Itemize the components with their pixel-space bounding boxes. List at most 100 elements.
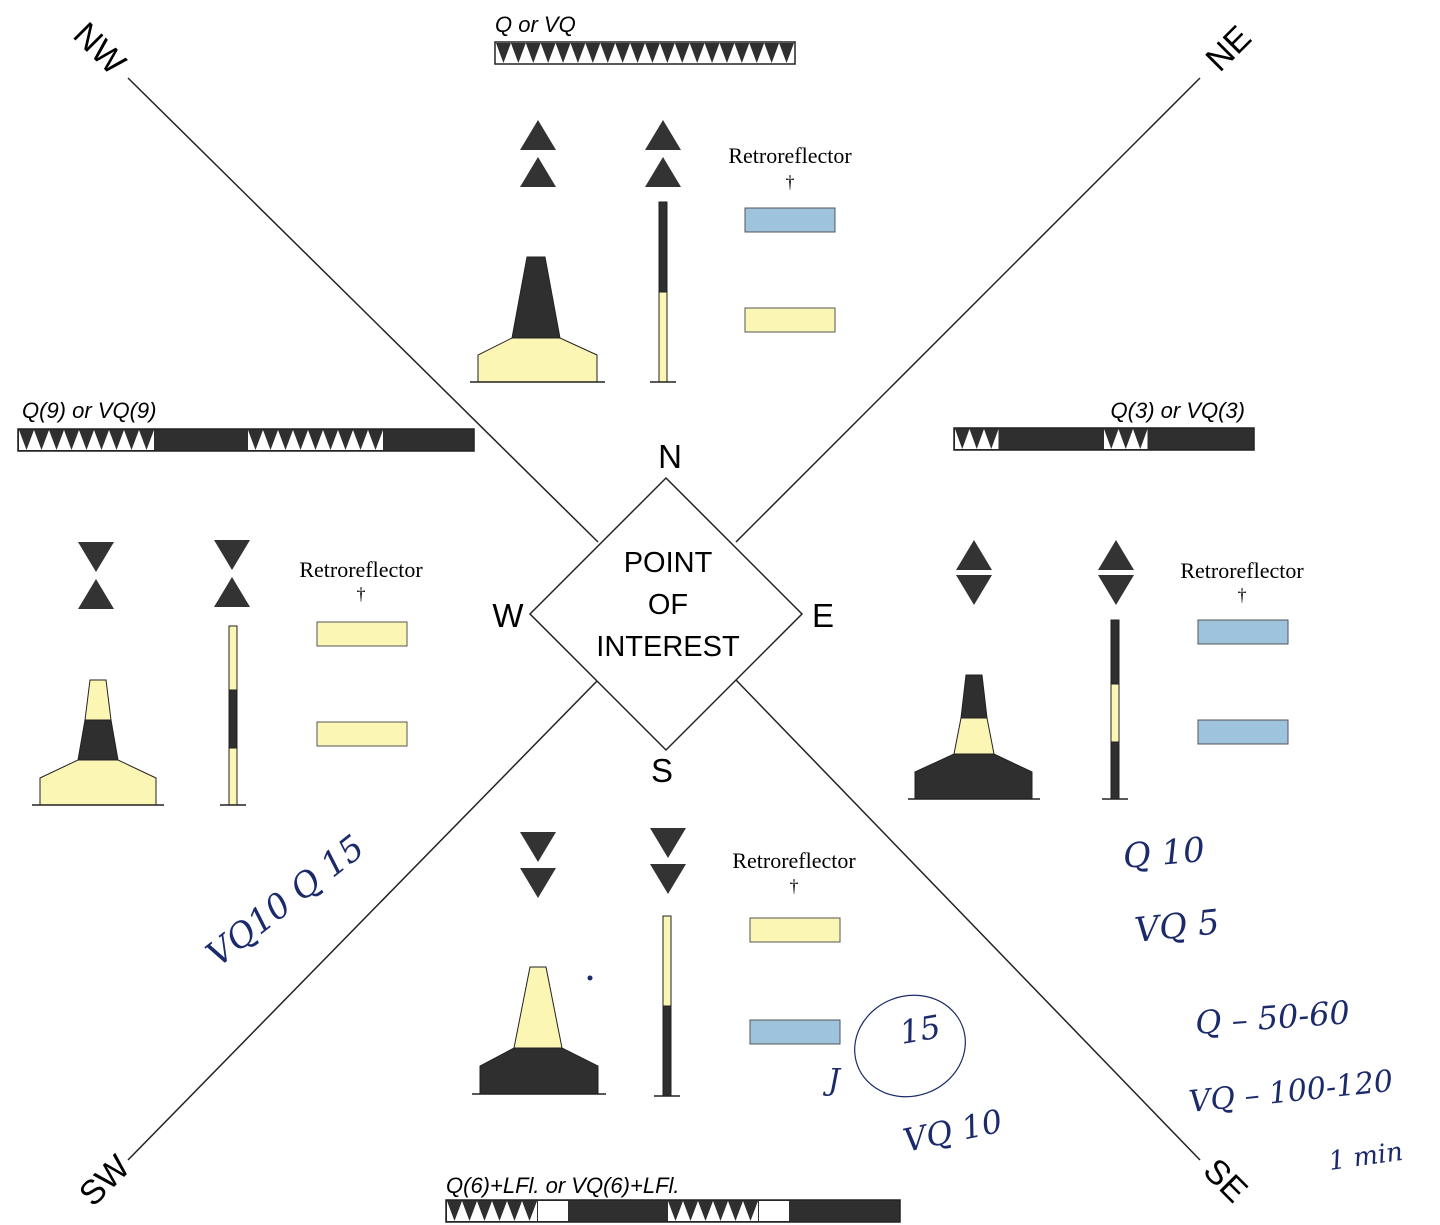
south-long-flash — [759, 1201, 789, 1221]
south-topmark-lower — [520, 868, 556, 898]
east-pole-middle — [1110, 683, 1120, 743]
point-of-interest-diamond — [528, 476, 804, 752]
east-retroreflector: Retroreflector † — [1180, 558, 1304, 745]
east-buoy-base — [914, 753, 1033, 800]
south-light-pattern: Q(6)+LFl. or VQ(6)+LFl. — [445, 1173, 901, 1223]
note-south-1: 15 — [897, 1007, 944, 1051]
west-topmark — [78, 540, 250, 609]
north-flash — [525, 43, 541, 63]
south-pole-topmark-lower — [650, 864, 686, 894]
north-flash — [540, 43, 556, 63]
south-flash — [698, 1201, 713, 1221]
north-flash — [719, 43, 735, 63]
east-light-pattern: Q(3) or VQ(3) — [953, 398, 1255, 451]
south-retroreflector: Retroreflector † — [732, 848, 856, 1045]
north-retroreflector: Retroreflector † — [728, 143, 852, 333]
note-west: VQ10 Q 15 — [199, 828, 372, 976]
north-flash — [689, 43, 705, 63]
north-buoy-base — [477, 337, 598, 383]
west-light-pattern: Q(9) or VQ(9) — [17, 398, 475, 452]
east-retro-label: Retroreflector — [1180, 558, 1304, 583]
east-topmark-upper — [956, 540, 992, 570]
north-topmark-lower — [520, 157, 556, 187]
west-flash — [368, 430, 383, 450]
east-topmark — [956, 540, 1134, 605]
se-label: SE — [1196, 1151, 1255, 1210]
west-retro-dagger: † — [357, 584, 366, 604]
note-south-3: VQ 10 — [900, 1102, 1006, 1160]
nw-line — [127, 77, 599, 543]
west-buoy — [32, 679, 164, 806]
west-pole-middle — [228, 689, 238, 749]
east-pole-topmark-lower — [1098, 575, 1134, 605]
north-flash — [555, 43, 571, 63]
west-pole-top — [228, 625, 238, 691]
west-flash — [293, 430, 308, 450]
west-flash — [323, 430, 338, 450]
west-flash — [109, 430, 124, 450]
south-flash — [492, 1201, 507, 1221]
south-retro-dagger: † — [790, 876, 799, 896]
west-flash-marks — [19, 430, 383, 450]
note-east-1: Q 10 — [1121, 830, 1206, 877]
north-flash-marks — [496, 43, 794, 63]
west-flash — [64, 430, 79, 450]
west-flash — [34, 430, 49, 450]
s-label: S — [651, 752, 673, 789]
south-pole — [654, 915, 680, 1097]
south-pole-upper — [662, 915, 672, 1007]
west-pole-bottom — [228, 747, 238, 806]
west-buoy-base — [39, 759, 157, 806]
west-retro-lower — [316, 721, 408, 747]
north-pole — [650, 201, 676, 383]
south-flash — [477, 1201, 492, 1221]
note-south-2: J — [822, 1063, 842, 1098]
ink-dot — [587, 975, 593, 981]
n-label: N — [658, 438, 682, 475]
west-buoy-band — [77, 719, 119, 761]
east-flash — [955, 429, 970, 449]
west-pole-topmark-lower — [214, 577, 250, 607]
west-flash — [248, 430, 263, 450]
south-flash — [447, 1201, 462, 1221]
west-topmark-lower — [78, 579, 114, 609]
east-buoy-band — [953, 717, 995, 755]
center-line-2: OF — [648, 589, 688, 621]
south-flash — [462, 1201, 477, 1221]
south-flash — [522, 1201, 537, 1221]
south-topmark-upper — [520, 832, 556, 862]
north-retro-label: Retroreflector — [728, 143, 852, 168]
west-topmark-upper — [78, 542, 114, 572]
east-retro-lower — [1197, 719, 1289, 745]
north-topmark-upper — [520, 120, 556, 150]
east-flash — [984, 429, 999, 449]
south-flash — [683, 1201, 698, 1221]
south-retro-upper — [749, 917, 841, 943]
south-buoy — [472, 966, 606, 1095]
north-flash — [749, 43, 765, 63]
south-buoy-base — [479, 1047, 599, 1095]
south-buoy-top — [513, 966, 563, 1049]
east-buoy-tip — [960, 674, 988, 719]
north-pole-topmark-lower — [645, 157, 681, 187]
note-east-3: Q – 50-60 — [1194, 993, 1351, 1042]
west-buoy-tip — [84, 679, 112, 721]
north-flash — [510, 43, 526, 63]
east-retro-upper — [1197, 619, 1289, 645]
north-pole-topmark-upper — [645, 120, 681, 150]
south-pole-lower — [662, 1005, 672, 1097]
north-retro-dagger: † — [786, 172, 795, 192]
west-flash — [79, 430, 94, 450]
note-east-4: VQ – 100-120 — [1187, 1064, 1395, 1120]
ne-line — [735, 77, 1201, 543]
north-flash-group-bg — [496, 43, 794, 63]
south-flash — [507, 1201, 522, 1221]
note-east-2: VQ 5 — [1133, 902, 1222, 951]
north-flash — [659, 43, 675, 63]
west-flash — [278, 430, 293, 450]
ne-label: NE — [1199, 19, 1259, 79]
sw-line — [127, 679, 599, 1161]
north-retro-upper — [744, 207, 836, 233]
